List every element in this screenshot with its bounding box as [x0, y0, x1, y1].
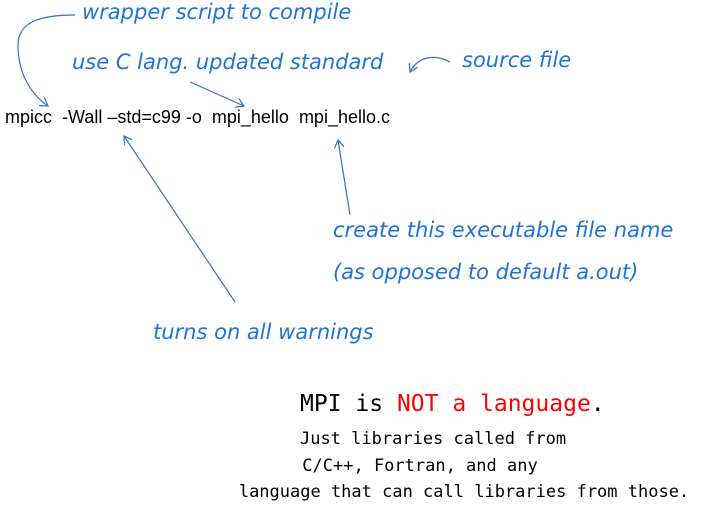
note-headline-suffix: .: [590, 391, 605, 417]
compile-command: mpicc -Wall –std=c99 -o mpi_hello mpi_he…: [5, 107, 390, 127]
warnings-annotation: turns on all warnings: [153, 320, 374, 344]
note-line-4: language that can call libraries from th…: [238, 482, 690, 502]
standard-annotation: use C lang. updated standard: [72, 50, 384, 74]
executable-arrow: [338, 140, 351, 216]
note-line-3: C/C++, Fortran, and any: [302, 456, 538, 476]
note-headline-highlight: NOT a language: [396, 391, 591, 417]
source-annotation: source file: [462, 48, 572, 72]
note-headline-prefix: MPI is: [300, 391, 397, 417]
wrapper-annotation: wrapper script to compile: [82, 0, 352, 24]
note-headline: MPI is NOT a language.: [300, 391, 605, 417]
executable-annotation-line1: create this executable file name: [333, 218, 674, 242]
wrapper-arrow: [17, 14, 76, 106]
executable-annotation-line2: (as opposed to default a.out): [333, 260, 639, 284]
source-arrow: [410, 56, 451, 72]
standard-arrow: [189, 81, 244, 106]
note-line-2: Just libraries called from: [300, 429, 567, 449]
warnings-arrow: [124, 136, 236, 303]
